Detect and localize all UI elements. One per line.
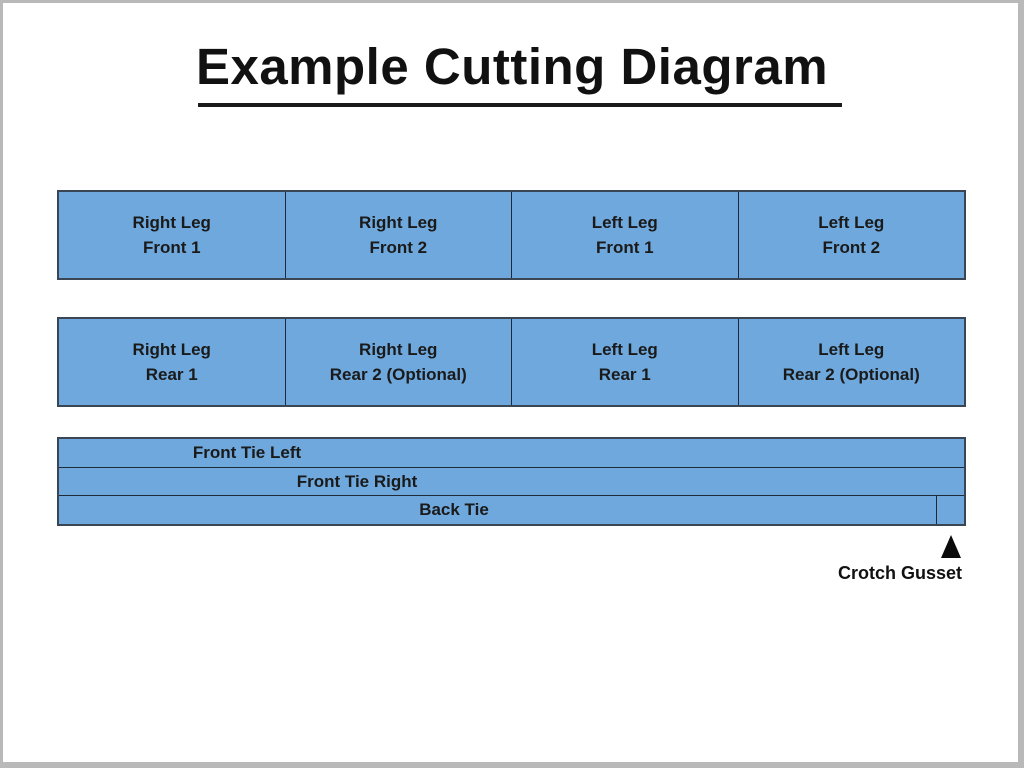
piece-cell-right-leg-rear-2: Right Leg Rear 2 (Optional)	[284, 319, 512, 405]
piece-cell-right-leg-front-1: Right Leg Front 1	[132, 213, 211, 257]
piece-cell-left-leg-front-2: Left Leg Front 2	[737, 192, 965, 278]
crotch-gusset-cell-divider	[936, 496, 937, 525]
piece-cell-left-leg-front-1: Left Leg Front 1	[511, 192, 738, 278]
rear-pieces-row: Right Leg Rear 1 Right Leg Rear 2 (Optio…	[57, 317, 966, 407]
tie-strip-front-tie-left: Front Tie Left	[59, 439, 964, 467]
tie-strip-back-tie: Back Tie	[59, 495, 964, 525]
tie-strip-label: Back Tie	[419, 500, 489, 520]
piece-cell-left-leg-rear-2: Left Leg Rear 2 (Optional)	[737, 319, 965, 405]
front-pieces-row: Right Leg Front 1 Right Leg Front 2 Left…	[57, 190, 966, 280]
tie-strip-label: Front Tie Right	[296, 471, 418, 491]
title-underline	[198, 103, 842, 107]
tie-strip-label: Front Tie Left	[192, 442, 302, 462]
crotch-gusset-label: Crotch Gusset	[837, 563, 963, 583]
piece-cell-left-leg-rear-1: Left Leg Rear 1	[511, 319, 738, 405]
piece-cell-right-leg-front-2: Right Leg Front 2	[284, 192, 512, 278]
piece-cell-right-leg-rear-1: Right Leg Rear 1	[132, 340, 211, 384]
tie-strips-block: Front Tie Left Front Tie Right Back Tie	[57, 437, 966, 526]
diagram-title: Example Cutting Diagram	[195, 38, 829, 95]
up-triangle-icon	[941, 535, 961, 558]
tie-strip-front-tie-right: Front Tie Right	[59, 466, 964, 496]
